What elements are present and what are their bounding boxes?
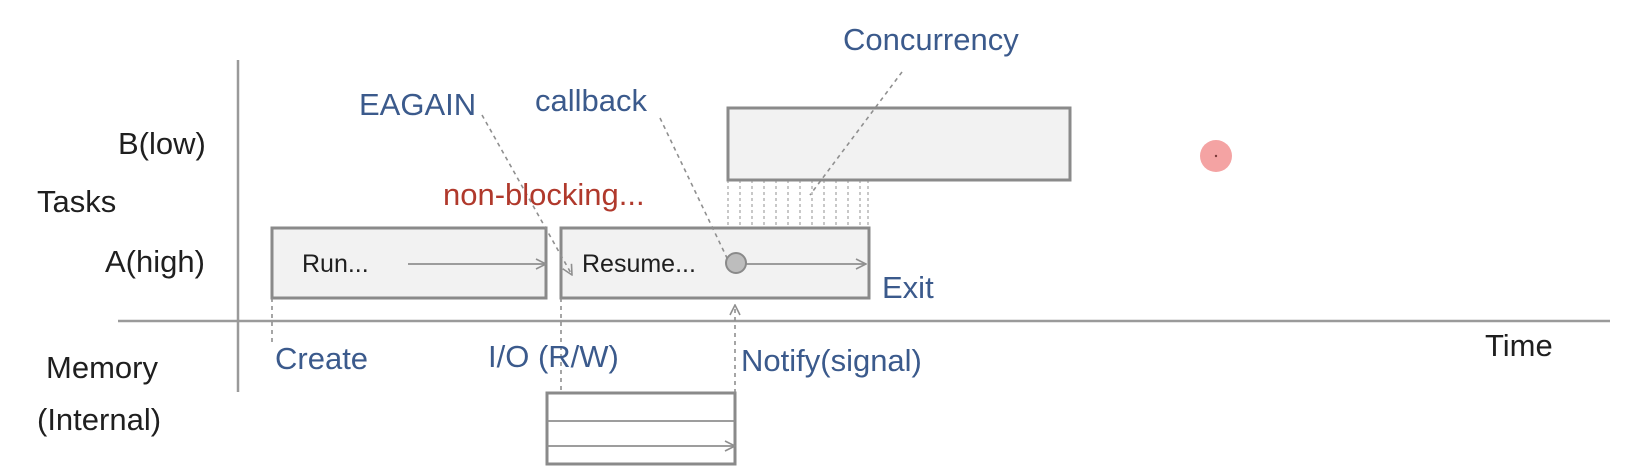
label-io: I/O (R/W) bbox=[488, 339, 619, 374]
label-callback: callback bbox=[535, 83, 647, 118]
label-eagain: EAGAIN bbox=[359, 87, 476, 122]
eagain-leader bbox=[481, 114, 572, 275]
label-notify: Notify(signal) bbox=[741, 343, 922, 378]
label-b-low: B(low) bbox=[118, 126, 206, 161]
task-a-resume-box bbox=[559, 226, 871, 300]
task-a-run-box bbox=[270, 226, 548, 300]
label-internal: (Internal) bbox=[37, 402, 161, 437]
label-memory: Memory bbox=[46, 350, 158, 385]
label-create: Create bbox=[275, 341, 368, 376]
label-a-high: A(high) bbox=[105, 244, 205, 279]
label-exit: Exit bbox=[882, 270, 934, 305]
label-non-blocking: non-blocking... bbox=[443, 177, 645, 212]
callback-node bbox=[725, 252, 747, 274]
concurrency-leader bbox=[809, 71, 903, 196]
label-run: Run... bbox=[302, 250, 369, 278]
label-tasks: Tasks bbox=[37, 184, 116, 219]
task-b-box bbox=[726, 106, 1072, 182]
label-resume: Resume... bbox=[582, 250, 696, 278]
pointer-dot-center bbox=[1214, 154, 1218, 158]
label-concurrency: Concurrency bbox=[843, 22, 1019, 57]
concurrency-hatch bbox=[727, 180, 869, 228]
label-time: Time bbox=[1485, 328, 1553, 363]
memory-box bbox=[545, 391, 737, 466]
callback-leader bbox=[659, 117, 728, 259]
